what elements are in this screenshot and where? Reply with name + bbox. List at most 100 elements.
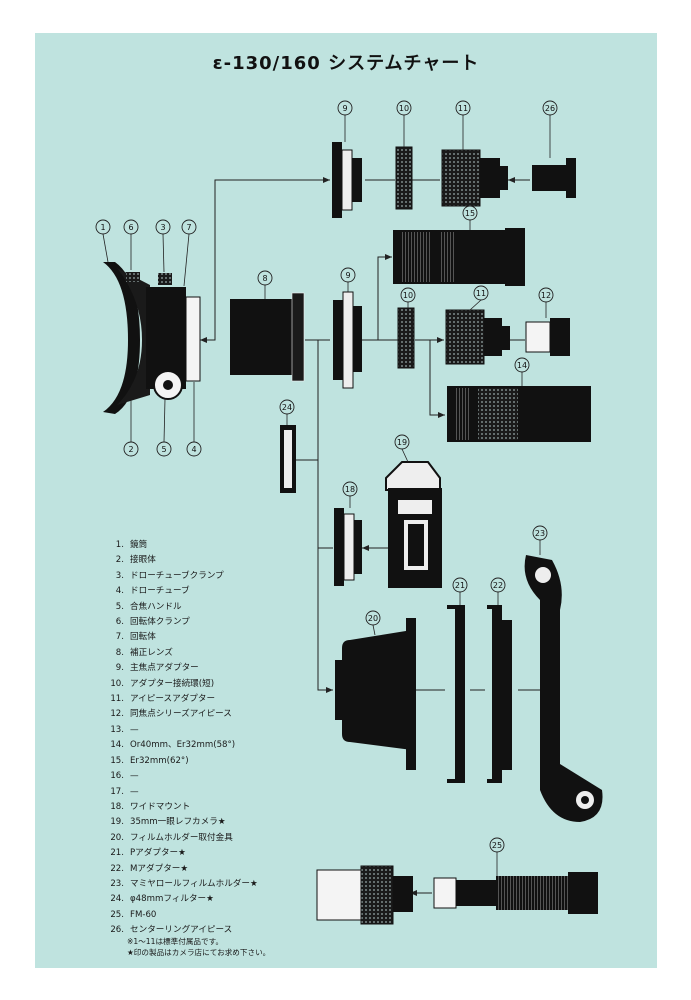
legend-item: 18.ワイドマウント xyxy=(94,800,258,815)
legend-item: 6.回転体クランプ xyxy=(94,615,258,630)
eyepiece-adapter-top xyxy=(441,149,508,207)
legend-item: 2. 接眼体 xyxy=(94,553,258,568)
legend-item: 13.— xyxy=(94,723,258,738)
svg-text:9: 9 xyxy=(342,104,347,113)
legend-item: 26. センターリングアイピース xyxy=(94,923,258,938)
legend-number: 11. xyxy=(110,694,124,705)
slr-camera xyxy=(385,461,442,588)
legend-name: センターリングアイピース xyxy=(130,925,233,936)
legend-item: 20. フィルムホルダー取付金具 xyxy=(94,831,258,846)
legend-number: 10. xyxy=(110,678,124,689)
legend-item: 11. アイピースアダプター xyxy=(94,692,258,707)
legend-name: 合焦ハンドル xyxy=(130,601,182,612)
callout-24: 24 xyxy=(279,399,295,415)
legend-name: 同焦点シリーズアイピース xyxy=(130,709,232,720)
svg-text:4: 4 xyxy=(191,445,196,454)
legend-name: 補正レンズ xyxy=(130,647,173,658)
svg-text:5: 5 xyxy=(161,445,166,454)
svg-text:2: 2 xyxy=(128,445,133,454)
adapter-ring-top xyxy=(395,146,413,210)
prime-focus-adapter-middle xyxy=(333,291,362,389)
legend-name: フィルムホルダー取付金具 xyxy=(130,832,233,843)
legend-number: 26. xyxy=(110,925,124,936)
svg-text:20: 20 xyxy=(368,614,378,623)
adapter-ring-middle xyxy=(397,307,415,369)
callout-6: 6 xyxy=(123,219,139,235)
telescope-body xyxy=(103,262,201,414)
legend-number: 19. xyxy=(110,817,124,828)
svg-text:11: 11 xyxy=(458,104,468,113)
svg-text:9: 9 xyxy=(345,271,350,280)
svg-text:24: 24 xyxy=(282,403,292,412)
legend-name: 35mm一眼レフカメラ★ xyxy=(130,817,226,828)
chart-title: ε-130/160 システムチャート xyxy=(212,53,480,74)
legend-item: 19. 35mm一眼レフカメラ★ xyxy=(94,815,258,830)
legend-name: アイピースアダプター xyxy=(130,694,216,705)
callout-25: 25 xyxy=(489,837,505,853)
legend-number: 1. xyxy=(115,540,124,550)
legend-name: アダプター接続環(短) xyxy=(130,678,215,689)
callouts: 1 6 3 7 2 5 4 8 9 9 10 10 11 11 12 14 15… xyxy=(95,100,558,853)
legend-name: ドローチューブクランプ xyxy=(130,570,224,581)
legend-name: 回転体 xyxy=(130,632,156,643)
callout-1: 1 xyxy=(95,219,111,235)
callout-10-middle: 10 xyxy=(400,287,416,303)
legend-item: 24.φ48mmフィルター★ xyxy=(94,892,258,907)
callout-11-middle: 11 xyxy=(473,285,489,301)
callout-26: 26 xyxy=(542,100,558,116)
legend-name: 接眼体 xyxy=(130,555,156,566)
system-chart-sheet: ε-130/160 システムチャート xyxy=(35,33,657,968)
legend-name: Pアダプター★ xyxy=(130,848,186,859)
legend-number: 3. xyxy=(115,570,124,581)
legend-number: 4. xyxy=(115,586,124,597)
legend-number: 22. xyxy=(110,863,124,874)
fm-60 xyxy=(316,865,598,925)
legend-number: 18. xyxy=(110,801,124,812)
legend-number: 8. xyxy=(115,647,124,658)
svg-text:23: 23 xyxy=(535,529,545,538)
footnotes: ※1〜11は標準付属品です。 ★印の製品はカメラ店にてお求め下さい。 xyxy=(127,936,270,958)
legend-item: 15.Er32mm(62°) xyxy=(94,754,258,769)
legend-item: 17.— xyxy=(94,785,258,800)
arrow-heads xyxy=(200,177,515,896)
legend-number: 17. xyxy=(110,786,124,797)
legend-number: 12. xyxy=(110,709,124,720)
legend-name: ドローチューブ xyxy=(130,586,190,597)
parfocal-eyepiece xyxy=(525,318,570,356)
footnote-star: ★印の製品はカメラ店にてお求め下さい。 xyxy=(127,948,271,957)
callout-14: 14 xyxy=(514,357,530,373)
legend-number: 20. xyxy=(110,832,124,843)
film-holder-fitting xyxy=(335,618,416,770)
legend-number: 15. xyxy=(110,755,124,766)
svg-text:10: 10 xyxy=(403,291,413,300)
legend-name: — xyxy=(130,771,139,782)
legend-name: Mアダプター★ xyxy=(130,863,189,874)
roll-film-holder xyxy=(524,555,603,822)
legend-name: 鏡筒 xyxy=(130,540,148,550)
svg-text:25: 25 xyxy=(492,841,502,850)
callout-3: 3 xyxy=(155,219,171,235)
legend-number: 7. xyxy=(115,632,124,643)
callout-2: 2 xyxy=(123,441,139,457)
svg-text:10: 10 xyxy=(399,104,409,113)
legend-name: — xyxy=(130,724,139,735)
svg-text:14: 14 xyxy=(517,361,527,370)
legend-item: 23.マミヤロールフィルムホルダー★ xyxy=(94,877,257,892)
svg-text:21: 21 xyxy=(455,581,465,590)
legend-item: 10. アダプター接続環(短) xyxy=(94,677,258,692)
callout-18: 18 xyxy=(342,481,358,497)
legend-item: 1. 鏡筒 xyxy=(94,538,258,553)
legend-number: 24. xyxy=(110,894,124,905)
svg-text:11: 11 xyxy=(476,289,486,298)
svg-text:15: 15 xyxy=(465,209,475,218)
prime-focus-adapter-top xyxy=(332,142,362,218)
svg-text:1: 1 xyxy=(100,223,105,232)
legend-name: Or40mm、Er32mm(58°) xyxy=(130,740,236,751)
legend-number: 2. xyxy=(115,555,124,566)
svg-text:18: 18 xyxy=(345,485,355,494)
svg-text:6: 6 xyxy=(128,223,133,232)
legend-number: 16. xyxy=(110,771,124,782)
callout-11-top: 11 xyxy=(455,100,471,116)
legend-item: 9.主焦点アダプター xyxy=(94,661,258,676)
